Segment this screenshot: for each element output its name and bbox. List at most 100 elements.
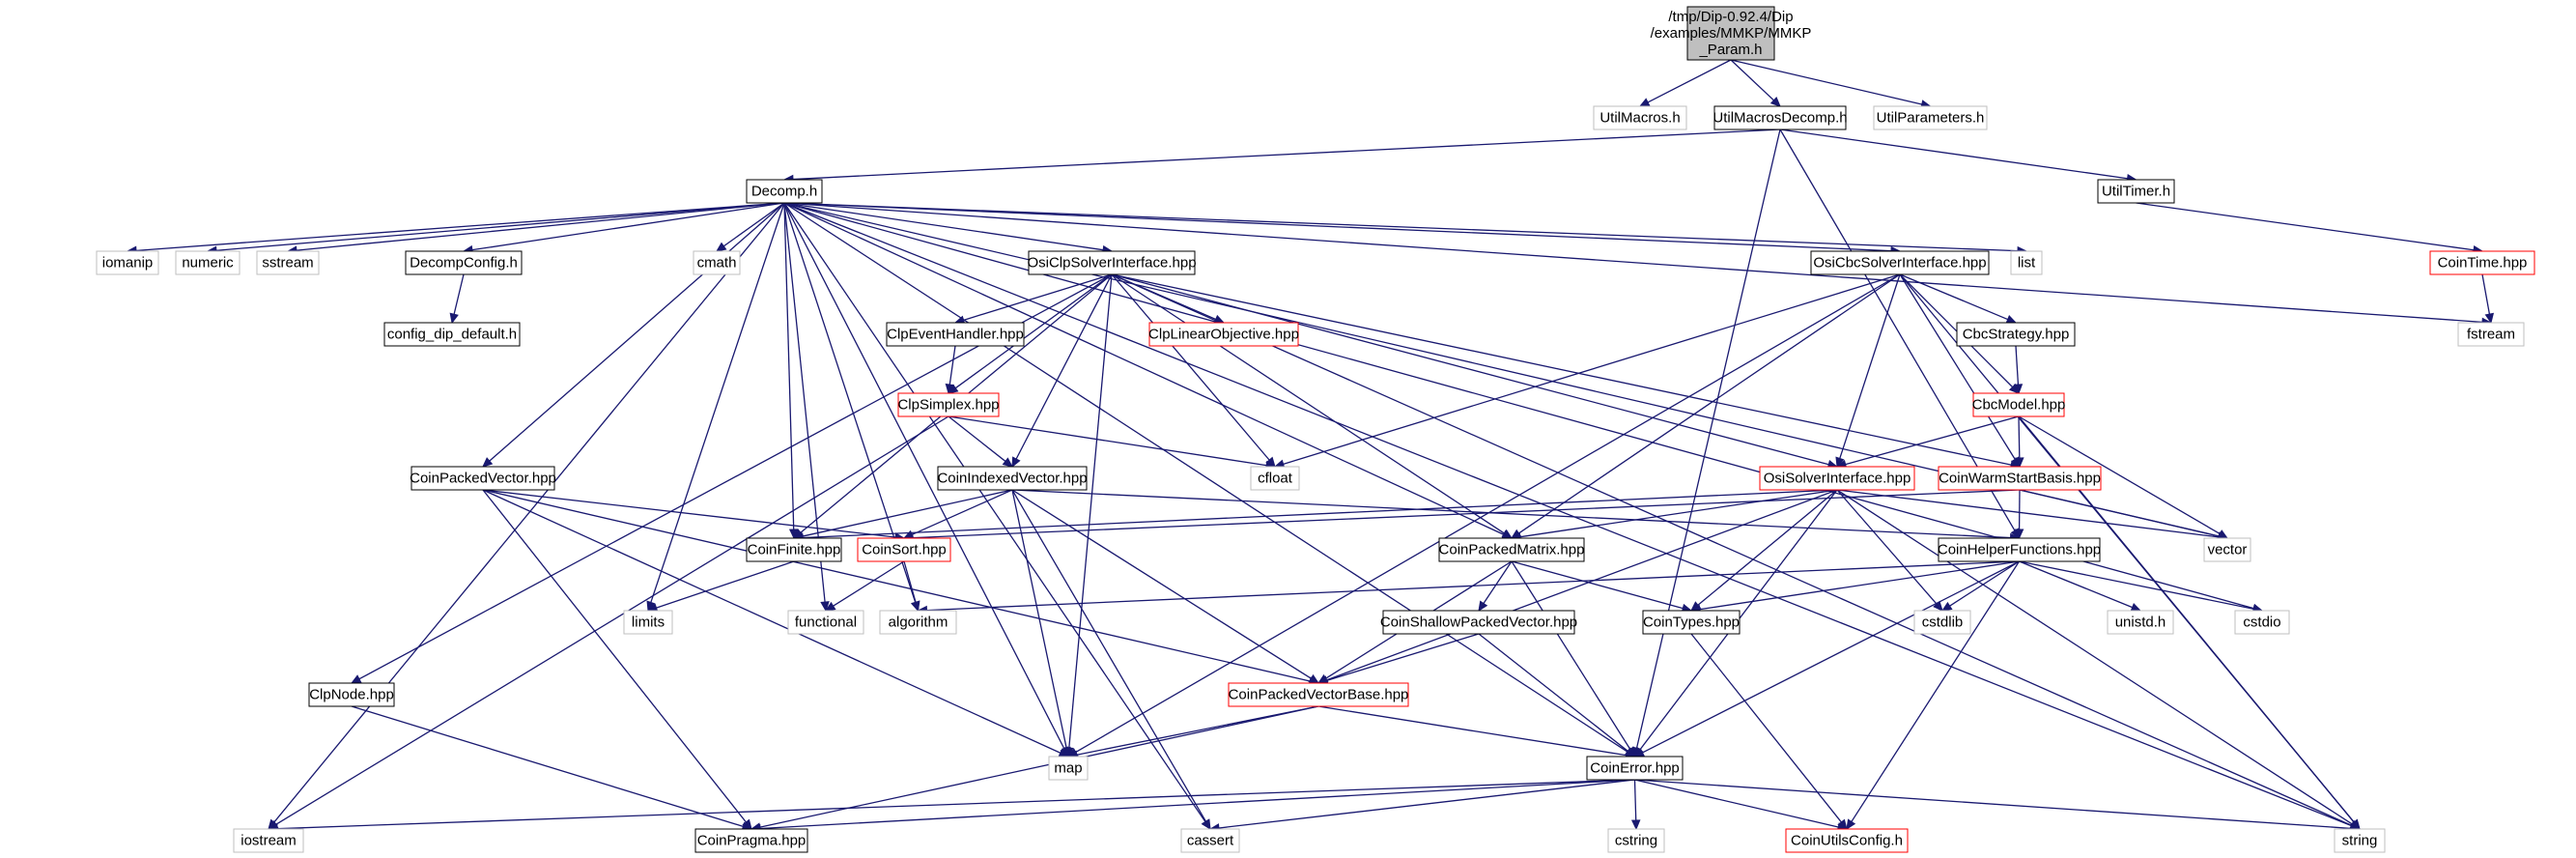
edge-cointypes-to-coinutilsconfig xyxy=(1690,633,1848,830)
node-box xyxy=(2010,250,2043,275)
node-coinhelper[interactable]: CoinHelperFunctions.hpp xyxy=(1938,537,2101,562)
node-label: CoinIndexedVector.hpp xyxy=(937,471,1087,487)
node-box xyxy=(1913,610,1971,635)
edge-line xyxy=(1836,489,2353,825)
node-box xyxy=(1956,322,2076,347)
node-box xyxy=(1938,466,2102,491)
node-osisolver[interactable]: OsiSolverInterface.hpp xyxy=(1759,466,1915,491)
node-clpevent[interactable]: ClpEventHandler.hpp xyxy=(886,322,1025,347)
node-box xyxy=(1873,105,1988,130)
edge-line xyxy=(903,560,917,603)
arrow-head-icon xyxy=(1308,673,1320,684)
node-box xyxy=(1593,105,1687,130)
edge-line xyxy=(1635,129,1781,749)
node-clpnode[interactable]: ClpNode.hpp xyxy=(308,682,395,707)
arrow-head-icon xyxy=(2015,457,2024,469)
edge-line xyxy=(1899,273,2008,321)
edge-line xyxy=(273,202,785,823)
node-box xyxy=(2203,537,2251,562)
node-cbcmodel[interactable]: CbcModel.hpp xyxy=(1972,392,2066,417)
node-vector: vector xyxy=(2203,537,2251,562)
node-label: CoinUtilsConfig.h xyxy=(1791,833,1903,849)
node-label: CoinHelperFunctions.hpp xyxy=(1938,542,2101,558)
node-box xyxy=(2097,179,2175,204)
node-box xyxy=(96,250,159,275)
edge-osisolver-to-vector xyxy=(1836,489,2229,542)
node-coinpragma[interactable]: CoinPragma.hpp xyxy=(694,828,808,853)
node-coinshallow[interactable]: CoinShallowPackedVector.hpp xyxy=(1380,610,1577,635)
node-utilmacrosdecomp[interactable]: UtilMacrosDecomp.h xyxy=(1713,105,1848,130)
edge-coinshallow-to-coinpvb xyxy=(1316,633,1480,685)
node-label: map xyxy=(1054,760,1082,777)
edge-line xyxy=(275,415,949,825)
edge-line xyxy=(783,202,1104,251)
node-label: ClpEventHandler.hpp xyxy=(887,327,1024,343)
edge-line xyxy=(1697,489,1838,606)
node-coinpvb[interactable]: CoinPackedVectorBase.hpp xyxy=(1228,682,1409,707)
node-cointypes[interactable]: CoinTypes.hpp xyxy=(1642,610,1741,635)
edge-coinerror-to-cstring xyxy=(1630,779,1641,831)
edge-line xyxy=(1011,489,1312,679)
edge-decomp-to-limits xyxy=(646,202,785,613)
node-box xyxy=(857,537,951,562)
node-algorithm: algorithm xyxy=(879,610,957,635)
node-fstream: fstream xyxy=(2457,322,2525,347)
node-coinindexedvector[interactable]: CoinIndexedVector.hpp xyxy=(937,466,1088,491)
node-osicbc[interactable]: OsiCbcSolverInterface.hpp xyxy=(1810,250,1990,275)
node-cfloat: cfloat xyxy=(1250,466,1300,491)
node-box xyxy=(1228,682,1409,707)
edge-line xyxy=(911,489,1013,535)
edge-utiltimer-to-cointime xyxy=(2136,202,2484,255)
node-cbcstrategy[interactable]: CbcStrategy.hpp xyxy=(1956,322,2076,347)
node-coinfinite[interactable]: CoinFinite.hpp xyxy=(746,537,842,562)
node-label: UtilParameters.h xyxy=(1877,110,1985,127)
edge-line xyxy=(1634,779,1839,828)
edge-cbcmodel-to-coinwarm xyxy=(2015,415,2024,469)
node-list: list xyxy=(2010,250,2043,275)
node-box xyxy=(175,250,241,275)
node-osiclp[interactable]: OsiClpSolverInterface.hpp xyxy=(1027,250,1197,275)
node-coinwarm[interactable]: CoinWarmStartBasis.hpp xyxy=(1938,466,2102,491)
edge-line xyxy=(482,489,896,538)
node-label: CoinSort.hpp xyxy=(862,542,947,558)
edge-clpnode-to-coinpragma xyxy=(351,705,753,831)
edge-line xyxy=(2018,415,2221,535)
edge-decomp-to-coinerror xyxy=(783,202,1636,758)
node-coinutilsconfig[interactable]: CoinUtilsConfig.h xyxy=(1785,828,1909,853)
node-root[interactable]: /tmp/Dip-0.92.4/Dip/examples/MMKP/MMKP_P… xyxy=(1651,6,1812,61)
node-box xyxy=(897,392,1000,417)
node-clpsimplex[interactable]: ClpSimplex.hpp xyxy=(897,392,1000,417)
edge-line xyxy=(1068,273,1113,749)
edge-osisolver-to-coinfinite xyxy=(792,489,1838,543)
edge-line xyxy=(1699,560,2020,611)
edge-cointime-to-fstream xyxy=(2481,273,2495,325)
arrow-head-icon xyxy=(1940,601,1953,612)
node-clplinobj[interactable]: ClpLinearObjective.hpp xyxy=(1148,322,1299,347)
node-coinpackedvector[interactable]: CoinPackedVector.hpp xyxy=(410,466,556,491)
node-cmath: cmath xyxy=(693,250,741,275)
edge-line xyxy=(783,202,2352,827)
edge-decomp-to-osicbc xyxy=(783,202,1902,256)
node-coinpackedmatrix[interactable]: CoinPackedMatrix.hpp xyxy=(1438,537,1585,562)
edge-clpevent-to-clpsimplex xyxy=(945,345,956,395)
node-label: CbcModel.hpp xyxy=(1972,397,2066,414)
node-decompconfig[interactable]: DecompConfig.h xyxy=(405,250,523,275)
node-limits: limits xyxy=(623,610,673,635)
edge-line xyxy=(1519,489,1838,538)
arrow-head-icon xyxy=(1202,818,1211,831)
node-iostream: iostream xyxy=(233,828,304,853)
edge-line xyxy=(2018,415,2021,459)
node-configdip[interactable]: config_dip_default.h xyxy=(383,322,521,347)
node-coinsort[interactable]: CoinSort.hpp xyxy=(857,537,951,562)
node-decomp[interactable]: Decomp.h xyxy=(746,179,823,204)
node-box xyxy=(1759,466,1915,491)
node-utiltimer[interactable]: UtilTimer.h xyxy=(2097,179,2175,204)
node-box xyxy=(2234,610,2290,635)
edge-line xyxy=(1779,129,2016,531)
node-label: OsiSolverInterface.hpp xyxy=(1764,471,1911,487)
edge-line xyxy=(482,489,1062,754)
node-label: ClpLinearObjective.hpp xyxy=(1148,327,1299,343)
node-coinerror[interactable]: CoinError.hpp xyxy=(1586,756,1684,781)
node-cointime[interactable]: CoinTime.hpp xyxy=(2429,250,2535,275)
edge-line xyxy=(1851,560,2021,822)
